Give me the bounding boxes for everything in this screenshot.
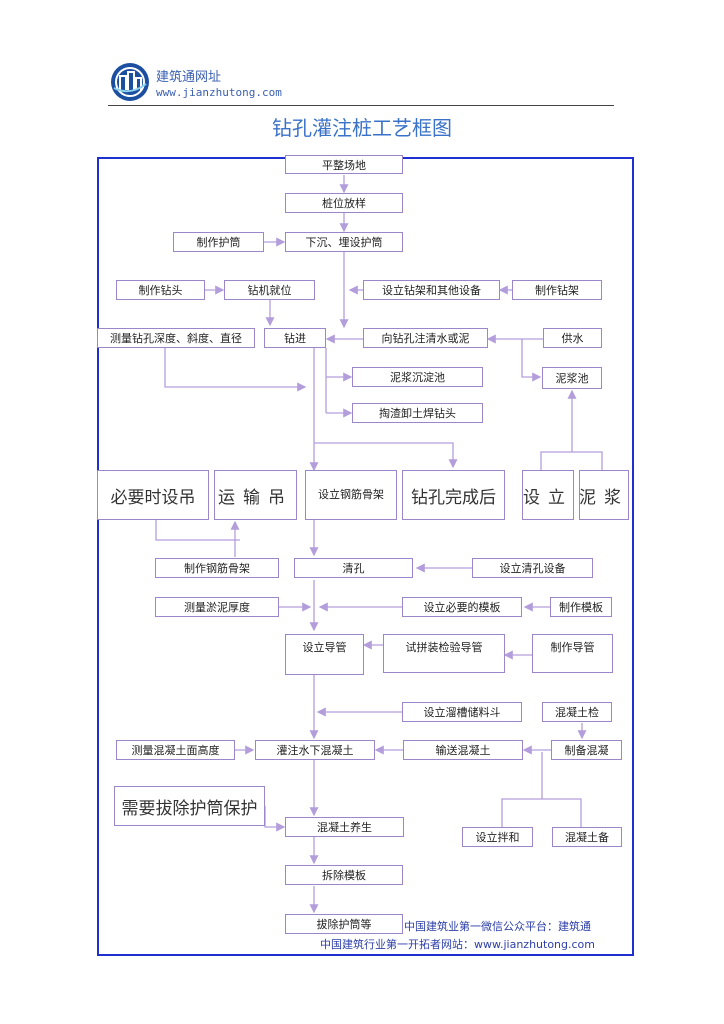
step-test-tremie: 试拼装检验导管 [383,634,505,673]
step-set-hopper: 设立溜槽储料斗 [402,702,522,722]
step-prepare-concrete: 制备混凝 [551,740,622,760]
step-measure-sludge: 测量淤泥厚度 [155,597,279,617]
step-concrete-check: 混凝土检 [542,702,612,722]
note-after-drilling: 钻孔完成后 [402,470,505,520]
header-divider [108,105,614,106]
note-crane-if-needed: 必要时设吊 [97,470,209,520]
step-measure-hole: 测量钻孔深度、斜度、直径 [97,328,255,348]
step-clear-spoil: 掏渣卸土焊钻头 [352,403,483,423]
step-convey-concrete: 输送混凝土 [403,740,523,760]
step-make-casing: 制作护筒 [173,232,264,252]
step-set-cleaning-equip: 设立清孔设备 [472,558,593,578]
note-set-up: 设立 [522,470,574,520]
note-remove-casing-protect: 需要拔除护筒保护 [114,786,265,826]
step-set-formwork: 设立必要的模板 [402,597,522,617]
step-set-rebar-cage: 设立钢筋骨架 [305,470,397,520]
jianzhutong-logo [111,63,149,101]
step-remove-formwork: 拆除模板 [285,865,403,885]
page-title: 钻孔灌注桩工艺框图 [272,116,452,140]
step-concrete-stock: 混凝土备 [552,827,622,847]
step-fill-hole: 向钻孔注清水或泥 [363,328,488,348]
note-slurry: 泥浆 [579,470,629,520]
step-set-mixer: 设立拌和 [462,827,533,847]
step-slurry-pool: 泥浆池 [542,367,602,389]
step-make-tremie: 制作导管 [532,634,613,673]
site-name: 建筑通网址 [156,70,222,85]
step-water-supply: 供水 [543,328,602,348]
step-make-rebar-cage: 制作钢筋骨架 [155,558,279,578]
step-make-formwork: 制作模板 [550,597,612,617]
step-sink-casing: 下沉、埋设护筒 [285,232,403,252]
step-remove-casing: 拔除护筒等 [285,914,403,934]
step-drilling: 钻进 [264,328,326,348]
step-pile-layout: 桩位放样 [285,193,403,213]
step-set-rig: 设立钻架和其他设备 [363,280,500,300]
note-transport-crane: 运输吊 [214,470,297,520]
step-level-site: 平整场地 [285,155,403,174]
step-clean-hole: 清孔 [294,558,413,578]
footer-website-line: 中国建筑行业第一开拓者网站：www.jianzhutong.com [320,938,596,951]
step-make-frame: 制作钻架 [512,280,602,300]
step-pour-concrete: 灌注水下混凝土 [255,740,375,760]
step-measure-concrete-level: 测量混凝土面高度 [116,740,235,760]
step-settling-tank: 泥浆沉淀池 [352,367,483,387]
step-make-bit: 制作钻头 [116,280,205,300]
footer-wechat-line: 中国建筑业第一微信公众平台：建筑通 [404,920,591,933]
step-set-tremie: 设立导管 [285,634,364,675]
step-rig-position: 钻机就位 [224,280,315,300]
step-concrete-curing: 混凝土养生 [285,817,404,837]
site-url: www.jianzhutong.com [156,86,282,99]
